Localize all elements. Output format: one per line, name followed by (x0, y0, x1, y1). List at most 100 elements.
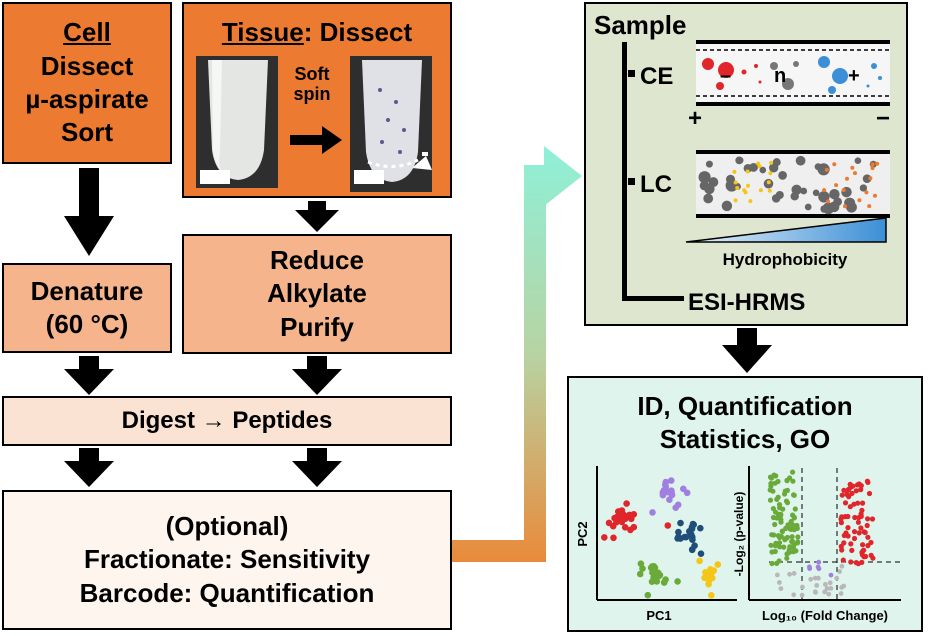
lc-bead (790, 192, 799, 201)
volcano-point-down (787, 525, 793, 532)
volcano-point-down (773, 509, 779, 515)
pca-point (675, 533, 682, 541)
volcano-point-down (775, 478, 781, 485)
pca-point (674, 501, 682, 509)
volcano-point-ns (816, 575, 821, 581)
volcano-point-down (792, 506, 798, 512)
spin-label-1: Soft (295, 64, 330, 84)
volcano-point-down (768, 542, 774, 548)
ce-neutral-sign: n (774, 65, 786, 87)
lc-analyte (832, 162, 837, 167)
lc-analyte (834, 183, 839, 188)
pca-point (689, 536, 696, 543)
tube-photo-after-spin (350, 56, 432, 192)
volcano-point-ns (808, 576, 814, 582)
optional-box: (Optional) Fractionate: Sensitivity Barc… (2, 490, 452, 630)
volcano-point-up (847, 481, 853, 487)
volcano-point-up (855, 519, 861, 525)
cell-title: Cell (63, 17, 111, 48)
pca-point (706, 572, 714, 579)
volcano-point-down (793, 548, 799, 554)
cathode-minus: − (876, 105, 890, 132)
ce-capillary: – n + (696, 40, 890, 106)
arrow-digest-to-optional-right (292, 448, 342, 487)
volcano-point-up (848, 541, 854, 547)
volcano-point-down (784, 500, 791, 506)
volcano-point-ns (828, 586, 834, 591)
volcano-point-up (842, 514, 848, 520)
volcano-point-up (856, 515, 862, 521)
volcano-point-up (844, 491, 850, 497)
pca-point (649, 509, 656, 516)
sample-title: Sample (594, 10, 687, 40)
volcano-point-down (773, 540, 779, 546)
volcano-point-up (861, 547, 867, 553)
volcano-point-up (842, 500, 849, 506)
volcano-point-ns (839, 563, 845, 569)
volcano-point-up (841, 532, 847, 539)
pca-point (697, 524, 704, 532)
volcano-point-up (858, 525, 864, 531)
volcano-point-ns (827, 580, 833, 586)
lc-bead (759, 166, 767, 174)
volcano-point-ns (834, 575, 840, 581)
volcano-ylabel: -Log₂ (p-value) (732, 492, 746, 577)
pca-point (714, 561, 722, 568)
volcano-point-up (845, 525, 851, 531)
volcano-point-up (859, 552, 865, 558)
sample-diagram: Sample CE LC ESI-HRMS – n + + − (594, 10, 890, 316)
volcano-point-up (851, 529, 858, 535)
volcano-point-ns (822, 589, 828, 595)
volcano-point-down (768, 483, 774, 489)
lc-analyte (746, 183, 750, 188)
spin-label-2: spin (293, 84, 330, 104)
optional-line-1: (Optional) (165, 511, 289, 542)
reduce-line-1: Reduce (270, 245, 364, 276)
lc-analyte (732, 169, 737, 174)
optional-line-2: Fractionate: Sensitivity (83, 544, 371, 575)
volcano-point-ns (799, 592, 805, 598)
volcano-point-ns (837, 569, 842, 574)
lc-bead (862, 174, 872, 184)
pca-point (605, 519, 613, 527)
denature-line-1: Denature (30, 275, 144, 306)
volcano-point-down (790, 478, 796, 484)
volcano-point-up (864, 522, 870, 529)
gradient-connector-arrow (452, 146, 582, 562)
cell-line-sort: Sort (61, 117, 113, 148)
volcano-xlabel: Log₁₀ (Fold Change) (762, 608, 888, 623)
reduce-line-3: Purify (280, 311, 354, 342)
pca-point (664, 522, 672, 529)
pca-point (660, 489, 667, 497)
lc-bead (771, 194, 781, 203)
pca-point (623, 500, 630, 507)
volcano-point-up (851, 501, 857, 507)
lc-bead (795, 155, 806, 166)
lc-bead (704, 183, 715, 195)
lc-bead (820, 205, 829, 213)
pca-point (653, 578, 661, 585)
tube-photo-before-spin (196, 56, 278, 188)
lc-analyte (733, 198, 738, 203)
denature-box: Denature (60 °C) (2, 263, 172, 353)
pca-point (615, 508, 622, 515)
results-plots: PC1 PC2 Log₁₀ (Fold Change) -Log₂ (p-val… (575, 466, 901, 623)
volcano-point-down (778, 517, 784, 523)
digest-label: Digest → Peptides (121, 406, 333, 434)
volcano-point-down (767, 497, 774, 503)
volcano-point-ns (828, 572, 834, 578)
ce-minus-sign: – (720, 65, 731, 87)
ce-tick (628, 70, 635, 77)
pca-point (708, 592, 715, 599)
volcano-point-up (841, 540, 847, 546)
lc-tick (628, 178, 635, 185)
hydrophobicity-wedge (685, 217, 887, 243)
pca-point (648, 578, 656, 585)
lc-bead (778, 171, 787, 180)
volcano-point-ns (814, 583, 820, 588)
pca-point (674, 578, 681, 585)
pca-point (680, 485, 687, 493)
volcano-point-up (858, 487, 864, 493)
lc-bead (818, 191, 830, 203)
pca-point (667, 477, 675, 484)
